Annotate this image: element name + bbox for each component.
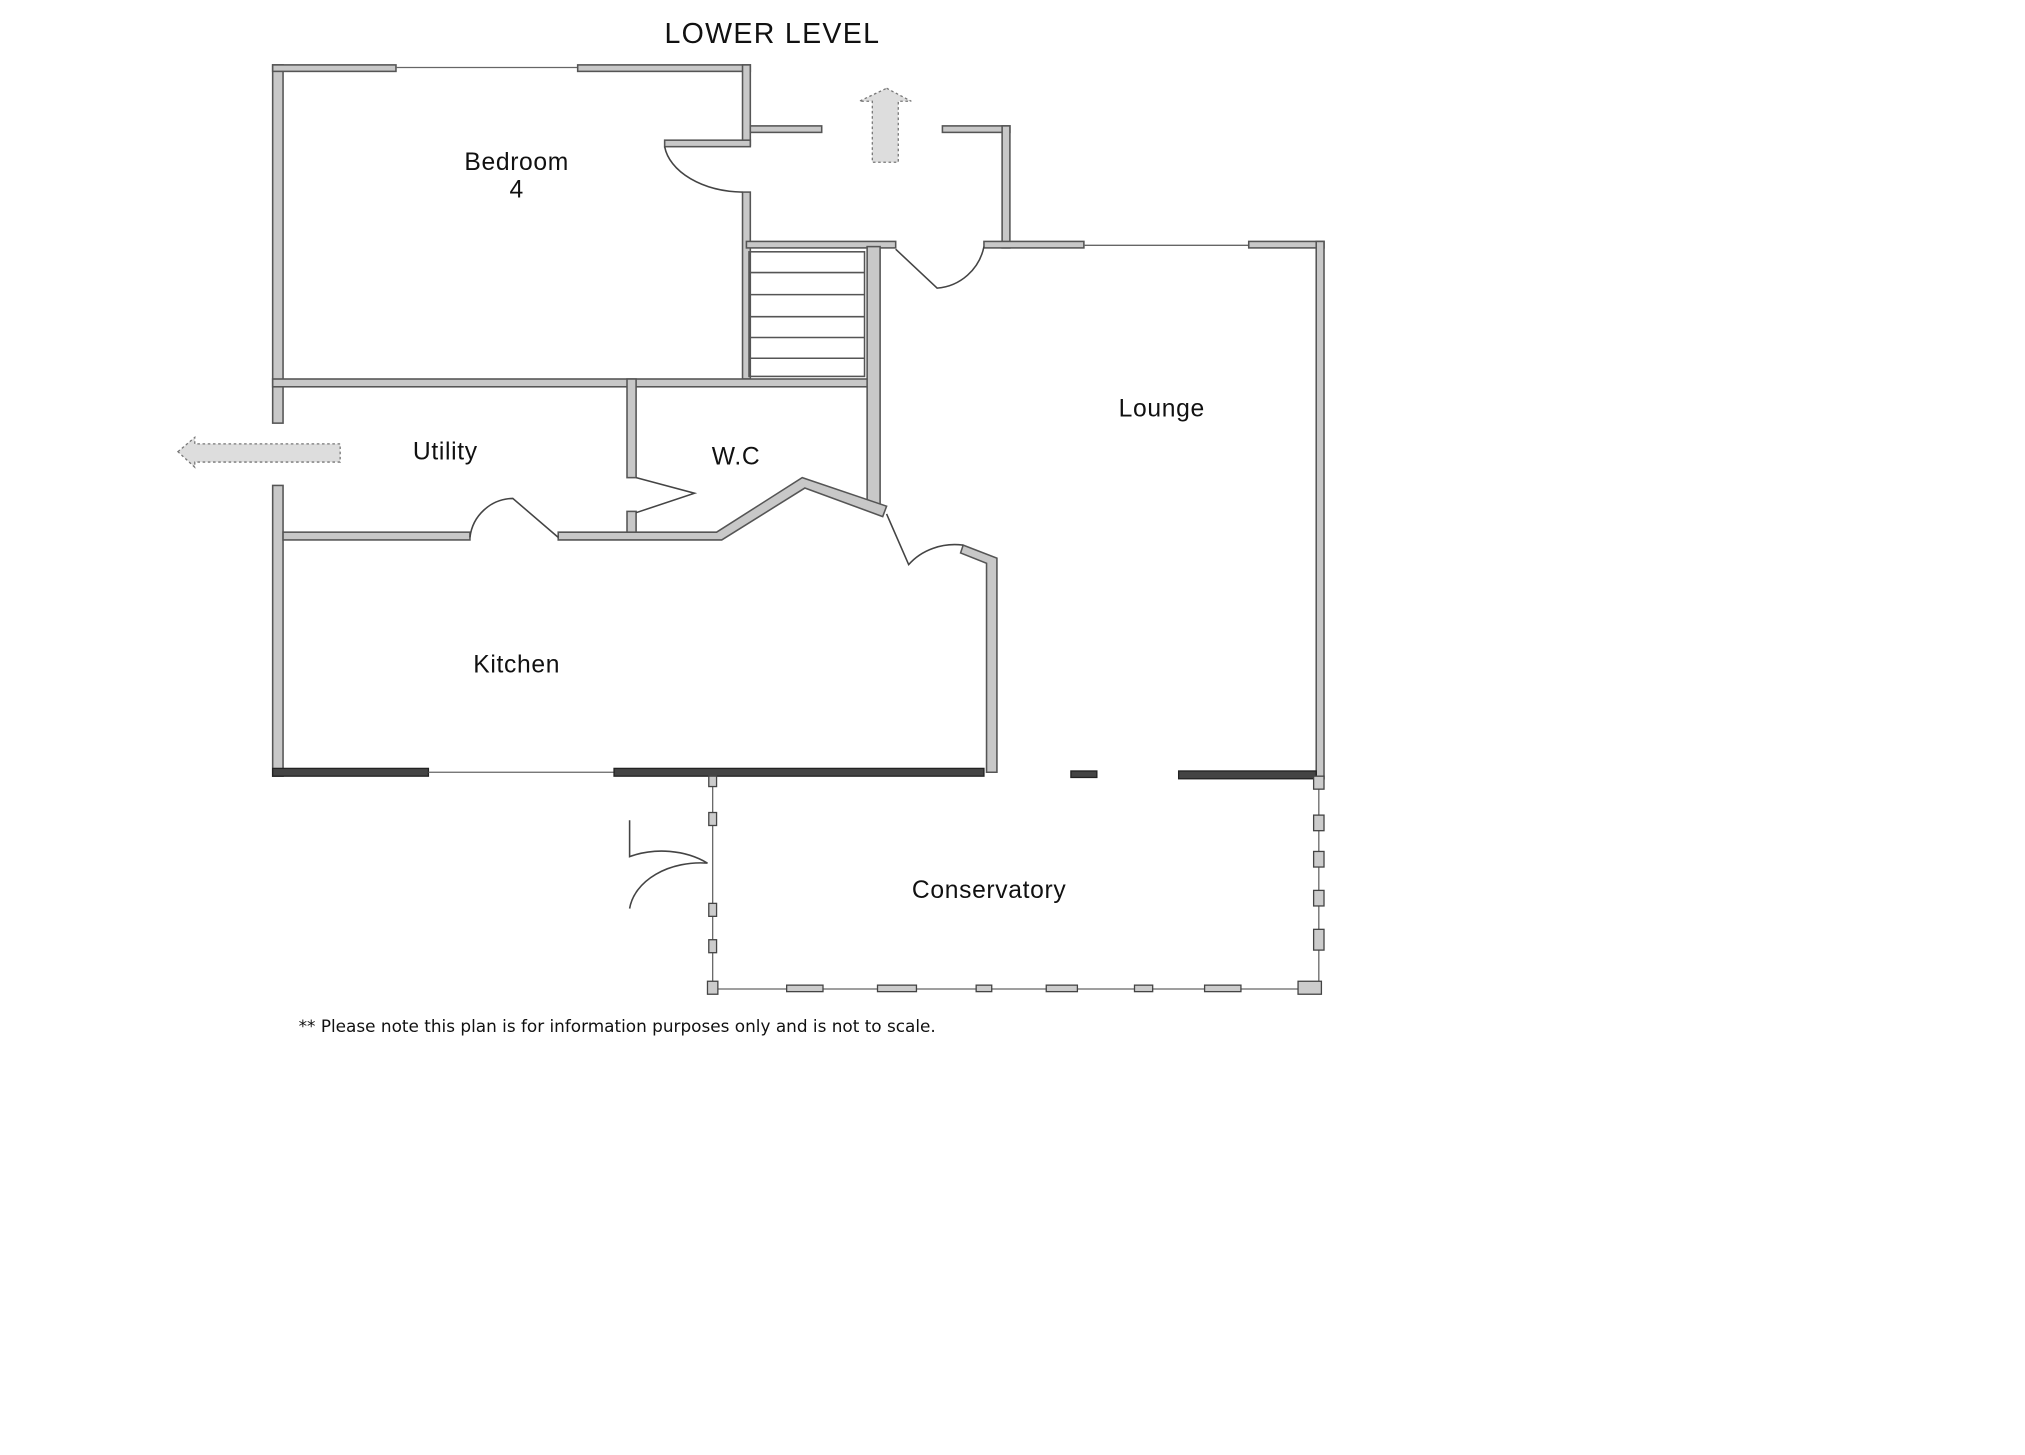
room-label-utility: Utility — [413, 438, 478, 465]
plan-title: LOWER LEVEL — [664, 18, 880, 50]
room-label-conservatory: Conservatory — [912, 877, 1066, 904]
walls — [271, 64, 1325, 780]
disclaimer-footnote: ** Please note this plan is for informat… — [299, 1016, 936, 1036]
doors — [469, 146, 985, 909]
room-label-wc: W.C — [712, 444, 761, 471]
room-label-bedroom: Bedroom — [464, 149, 569, 176]
room-label-lounge: Lounge — [1119, 396, 1205, 423]
room-label-bedroom-number: 4 — [509, 176, 523, 203]
conservatory-walls — [706, 775, 1325, 995]
room-label-kitchen: Kitchen — [473, 651, 560, 678]
entrance-arrow-up-icon — [859, 87, 912, 163]
exit-arrow-left-icon — [176, 436, 341, 469]
